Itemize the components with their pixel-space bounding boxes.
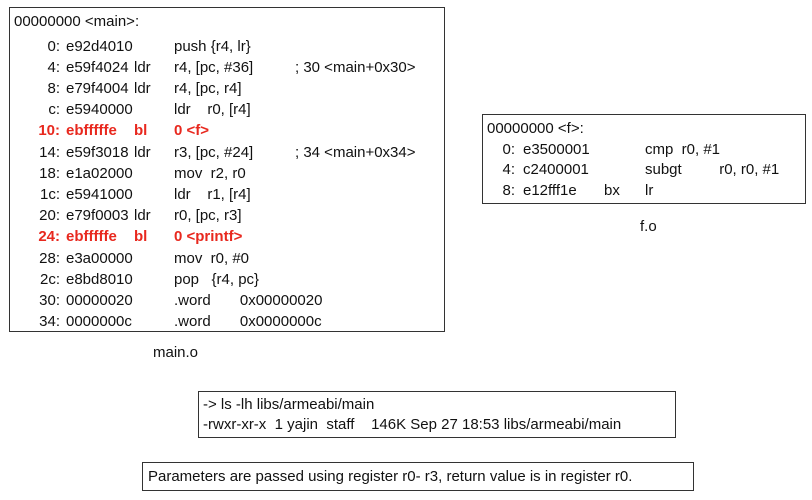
mnemonic: ldr <box>134 207 151 225</box>
main-row: 10: ebfffffe bl 0 <f> <box>10 121 444 141</box>
main-row: 28: e3a00000 mov r0, #0 <box>10 249 444 269</box>
opcode-hex: e92d4010 <box>66 37 133 55</box>
f-row: 8: e12fff1e bx lr <box>483 181 805 201</box>
address: 0: <box>47 37 60 55</box>
address: 14: <box>39 143 60 161</box>
main-row: 20: e79f0003 ldr r0, [pc, r3] <box>10 206 444 226</box>
opcode-hex: ebfffffe <box>66 228 117 246</box>
opcode-hex: e3a00000 <box>66 249 133 267</box>
terminal-command: -> ls -lh libs/armeabi/main <box>203 396 375 413</box>
operands: .word 0x0000000c <box>174 313 322 331</box>
f-header: 00000000 <f>: <box>487 120 584 137</box>
main-row: 14: e59f3018 ldr r3, [pc, #24] ; 34 <main+0x… <box>10 143 444 163</box>
f-row: 0: e3500001 cmp r0, #1 <box>483 140 805 160</box>
address: 4: <box>47 58 60 76</box>
opcode-hex: e59f3018 <box>66 143 129 161</box>
address: c: <box>48 101 60 119</box>
opcode-hex: e79f0003 <box>66 207 129 225</box>
address: 4: <box>502 161 515 178</box>
address: 0: <box>502 140 515 158</box>
f-caption: f.o <box>640 218 657 235</box>
address: 18: <box>39 164 60 182</box>
opcode-hex: e5940000 <box>66 101 133 119</box>
opcode-hex: c2400001 <box>523 161 589 178</box>
operands: mov r0, #0 <box>174 249 250 267</box>
main-caption: main.o <box>153 344 199 361</box>
operands: cmp r0, #1 <box>645 140 721 158</box>
operands: .word 0x00000020 <box>174 291 323 309</box>
main-row: 0: e92d4010 push {r4, lr} <box>10 37 444 57</box>
f-disassembly-box: 00000000 <f>: 0: e3500001 cmp r0, #1 4: c240… <box>482 114 806 204</box>
mnemonic: bl <box>134 228 148 246</box>
opcode-hex: 00000020 <box>66 291 133 309</box>
terminal-output: -rwxr-xr-x 1 yajin staff 146K Sep 27 18:… <box>203 416 622 433</box>
operands: 0 <printf> <box>174 228 243 246</box>
operands: lr <box>645 181 654 199</box>
address: 10: <box>38 122 60 140</box>
main-row: 30: 00000020 .word 0x00000020 <box>10 291 444 311</box>
operands: r0, [pc, r3] <box>174 207 242 225</box>
operands: push {r4, lr} <box>174 37 251 55</box>
comment: ; 34 <main+0x34> <box>295 143 416 161</box>
operands: r3, [pc, #24] <box>174 143 254 161</box>
note-box: Parameters are passed using register r0-… <box>142 462 694 491</box>
address: 28: <box>39 249 60 267</box>
address: 1c: <box>39 185 60 203</box>
main-disassembly-rows: 00000000 <main>: 0: e92d4010 push {r4, lr}… <box>10 8 444 331</box>
mnemonic: ldr <box>134 143 151 161</box>
terminal-box: -> ls -lh libs/armeabi/main -rwxr-xr-x 1… <box>198 391 676 438</box>
main-row: c: e5940000 ldr r0, [r4] <box>10 100 444 120</box>
mnemonic: bx <box>604 181 620 199</box>
main-row: 2c: e8bd8010 pop {r4, pc} <box>10 270 444 290</box>
address: 8: <box>502 181 515 199</box>
operands: r4, [pc, #36] <box>174 58 254 76</box>
f-row: 4: c2400001 subgt r0, r0, #1 <box>483 160 805 180</box>
opcode-hex: e3500001 <box>523 140 590 158</box>
opcode-hex: e12fff1e <box>523 181 577 199</box>
note-text: Parameters are passed using register r0-… <box>148 468 633 485</box>
main-row: 4: e59f4024 ldr r4, [pc, #36] ; 30 <main+0x3… <box>10 58 444 78</box>
opcode-hex: e8bd8010 <box>66 270 133 288</box>
mnemonic: ldr <box>134 79 151 97</box>
opcode-hex: e5941000 <box>66 185 133 203</box>
address: 20: <box>39 207 60 225</box>
main-disassembly-box: 00000000 <main>: 0: e92d4010 push {r4, lr}… <box>9 7 445 332</box>
main-row: 24: ebfffffe bl 0 <printf> <box>10 227 444 247</box>
opcode-hex: 0000000c <box>66 313 132 331</box>
operands: 0 <f> <box>174 122 210 140</box>
opcode-hex: ebfffffe <box>66 122 117 140</box>
address: 24: <box>38 228 60 246</box>
main-row: 18: e1a02000 mov r2, r0 <box>10 164 444 184</box>
f-disassembly-rows: 00000000 <f>: 0: e3500001 cmp r0, #1 4: c240… <box>483 115 805 203</box>
operands: mov r2, r0 <box>174 164 246 182</box>
main-header: 00000000 <main>: <box>14 13 140 30</box>
operands: pop {r4, pc} <box>174 270 260 288</box>
operands: ldr r0, [r4] <box>174 101 251 119</box>
opcode-hex: e79f4004 <box>66 79 129 97</box>
address: 30: <box>39 291 60 309</box>
operands: ldr r1, [r4] <box>174 185 251 203</box>
comment: ; 30 <main+0x30> <box>295 58 416 76</box>
address: 8: <box>47 79 60 97</box>
opcode-hex: e59f4024 <box>66 58 129 76</box>
operands: subgt r0, r0, #1 <box>645 161 780 178</box>
mnemonic: bl <box>134 122 148 140</box>
address: 34: <box>39 313 60 331</box>
main-row: 8: e79f4004 ldr r4, [pc, r4] <box>10 79 444 99</box>
operands: r4, [pc, r4] <box>174 79 242 97</box>
mnemonic: ldr <box>134 58 151 76</box>
main-row: 1c: e5941000 ldr r1, [r4] <box>10 185 444 205</box>
opcode-hex: e1a02000 <box>66 164 133 182</box>
address: 2c: <box>39 270 60 288</box>
main-row: 34: 0000000c .word 0x0000000c <box>10 312 444 332</box>
